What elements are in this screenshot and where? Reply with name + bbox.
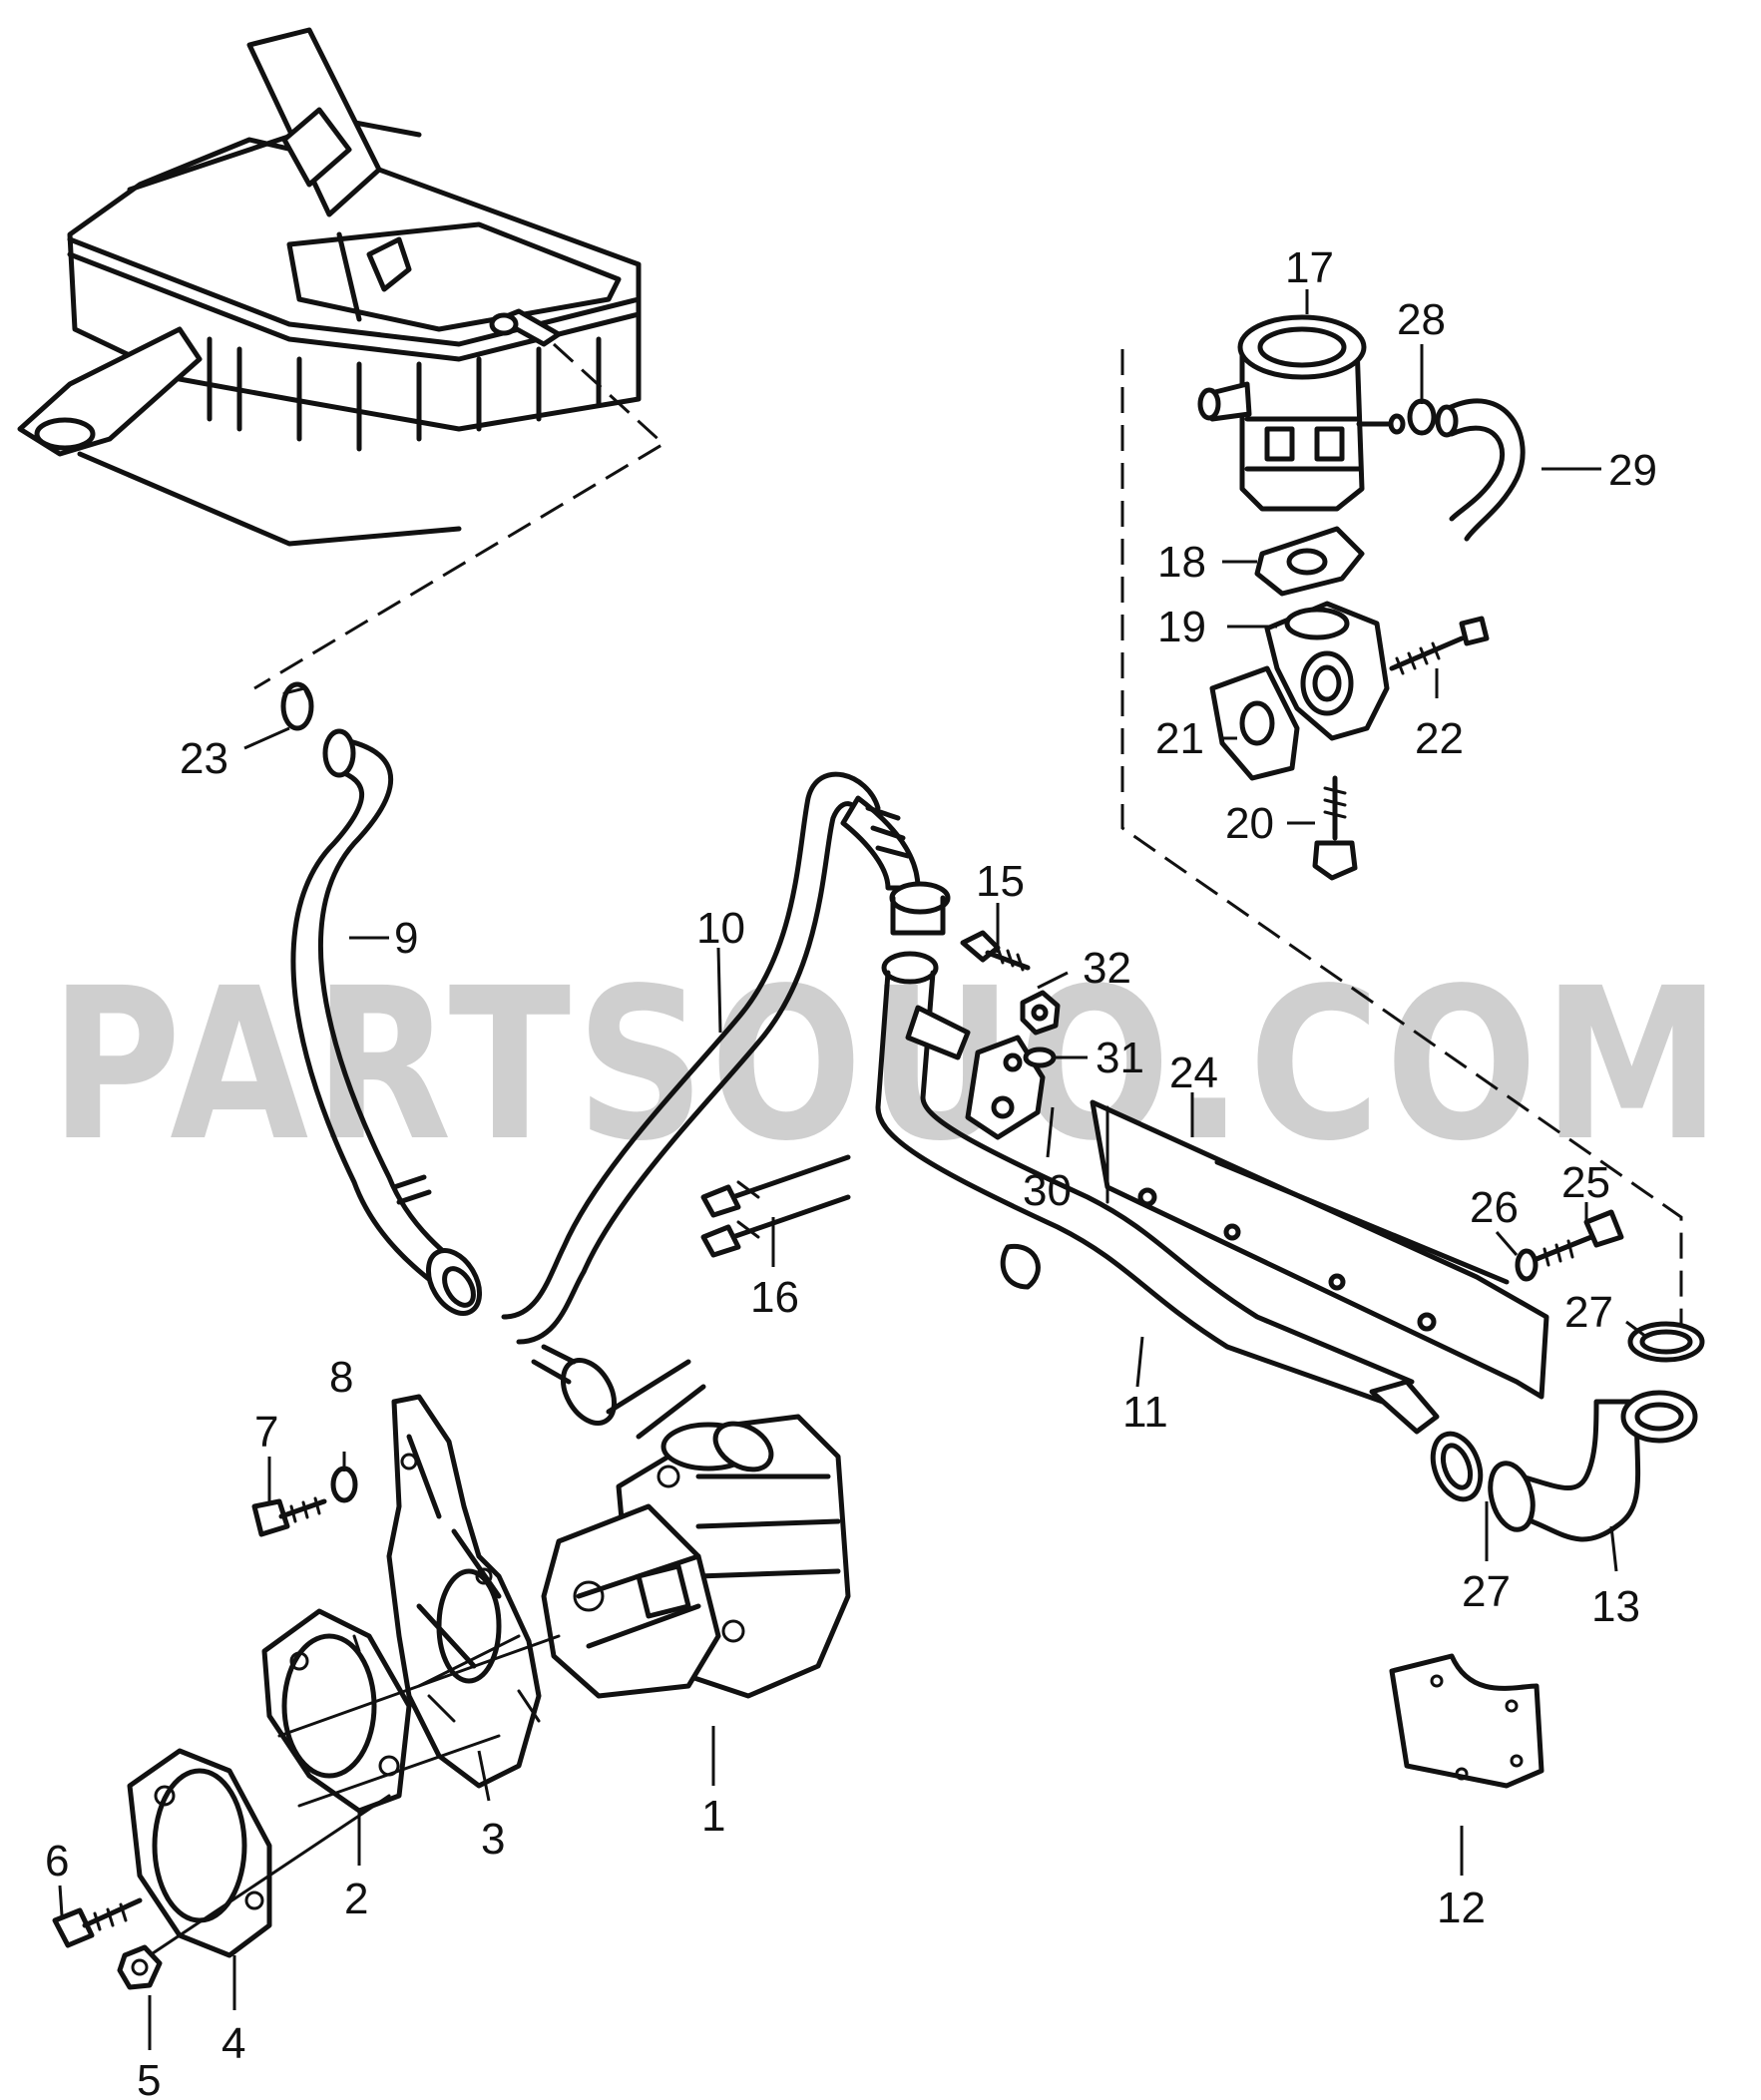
nut-5 <box>117 1944 163 1990</box>
callout-9: 9 <box>394 914 418 963</box>
washer-26 <box>1515 1248 1539 1282</box>
callout-4: 4 <box>221 2019 245 2068</box>
callout-1: 1 <box>701 1792 725 1841</box>
callout-labels: 1 2 3 4 5 6 7 8 9 10 11 12 13 15 16 17 1… <box>45 243 1657 2100</box>
callout-3: 3 <box>481 1815 505 1864</box>
heat-shield-24 <box>1090 1099 1549 1400</box>
gasket-4 <box>127 1748 272 1958</box>
callout-19: 19 <box>1157 603 1206 651</box>
callout-29: 29 <box>1608 446 1657 495</box>
bolt-7 <box>251 1496 327 1537</box>
gasket-18 <box>1254 526 1365 597</box>
callout-15: 15 <box>976 857 1025 906</box>
bolt-25 <box>1534 1209 1624 1267</box>
callout-10: 10 <box>696 904 745 953</box>
callout-21: 21 <box>1155 714 1204 763</box>
bracket-3 <box>386 1394 542 1789</box>
secondary-air-pump-1 <box>541 1359 851 1699</box>
callout-18: 18 <box>1157 538 1206 587</box>
nut-32 <box>1020 990 1061 1036</box>
callout-7: 7 <box>254 1408 278 1457</box>
dash-valve-to-pipe <box>1120 349 1683 1327</box>
callout-17: 17 <box>1285 243 1334 292</box>
callout-6: 6 <box>45 1837 69 1886</box>
callout-27a: 27 <box>1564 1288 1613 1337</box>
callout-26: 26 <box>1470 1183 1519 1232</box>
callout-31: 31 <box>1096 1034 1144 1082</box>
callout-16: 16 <box>750 1273 799 1322</box>
hose-9 <box>290 728 483 1316</box>
bracket-30 <box>965 1035 1046 1140</box>
clamp-23 <box>280 681 314 731</box>
bolt-22 <box>1389 616 1490 675</box>
callout-24: 24 <box>1169 1049 1218 1097</box>
dash-airbox-to-hose <box>253 342 666 690</box>
washer-8 <box>330 1466 358 1503</box>
hose-10 <box>501 771 951 1426</box>
assembly-line-lower <box>297 1734 501 1808</box>
callout-23: 23 <box>180 734 228 783</box>
clamp-27-upper <box>1627 1321 1705 1363</box>
callout-2: 2 <box>344 1875 368 1923</box>
cable-ties-16 <box>700 1154 851 1258</box>
callout-32: 32 <box>1083 944 1131 993</box>
adapter-19 <box>1264 601 1390 741</box>
callout-11: 11 <box>1122 1388 1168 1437</box>
flange-2 <box>261 1608 412 1814</box>
callout-20: 20 <box>1225 799 1274 848</box>
callout-22: 22 <box>1415 714 1464 763</box>
callout-8: 8 <box>329 1353 353 1402</box>
bolt-6 <box>52 1897 143 1948</box>
assembly-line-nut <box>148 1794 391 1957</box>
gasket-21 <box>1209 665 1300 781</box>
air-filter-housing <box>17 27 642 547</box>
cover-plate-12 <box>1389 1653 1544 1789</box>
clamp-27-lower <box>1430 1431 1484 1502</box>
callout-28: 28 <box>1397 295 1446 344</box>
callout-5: 5 <box>137 2056 161 2100</box>
callout-12: 12 <box>1437 1884 1486 1932</box>
washer-31 <box>1023 1047 1057 1068</box>
callout-13: 13 <box>1591 1582 1640 1631</box>
combi-valve-17 <box>1197 314 1406 512</box>
callout-27b: 27 <box>1462 1567 1511 1616</box>
clamp-28 <box>1407 398 1437 436</box>
hose-13 <box>1488 1390 1698 1542</box>
bolt-20 <box>1312 775 1358 881</box>
callout-30: 30 <box>1023 1166 1072 1215</box>
hose-29 <box>1435 398 1526 542</box>
leader-lines <box>58 289 1647 2050</box>
assembly-line-stud <box>417 1634 521 1688</box>
pipe-11 <box>875 951 1440 1435</box>
callout-25: 25 <box>1561 1158 1610 1207</box>
